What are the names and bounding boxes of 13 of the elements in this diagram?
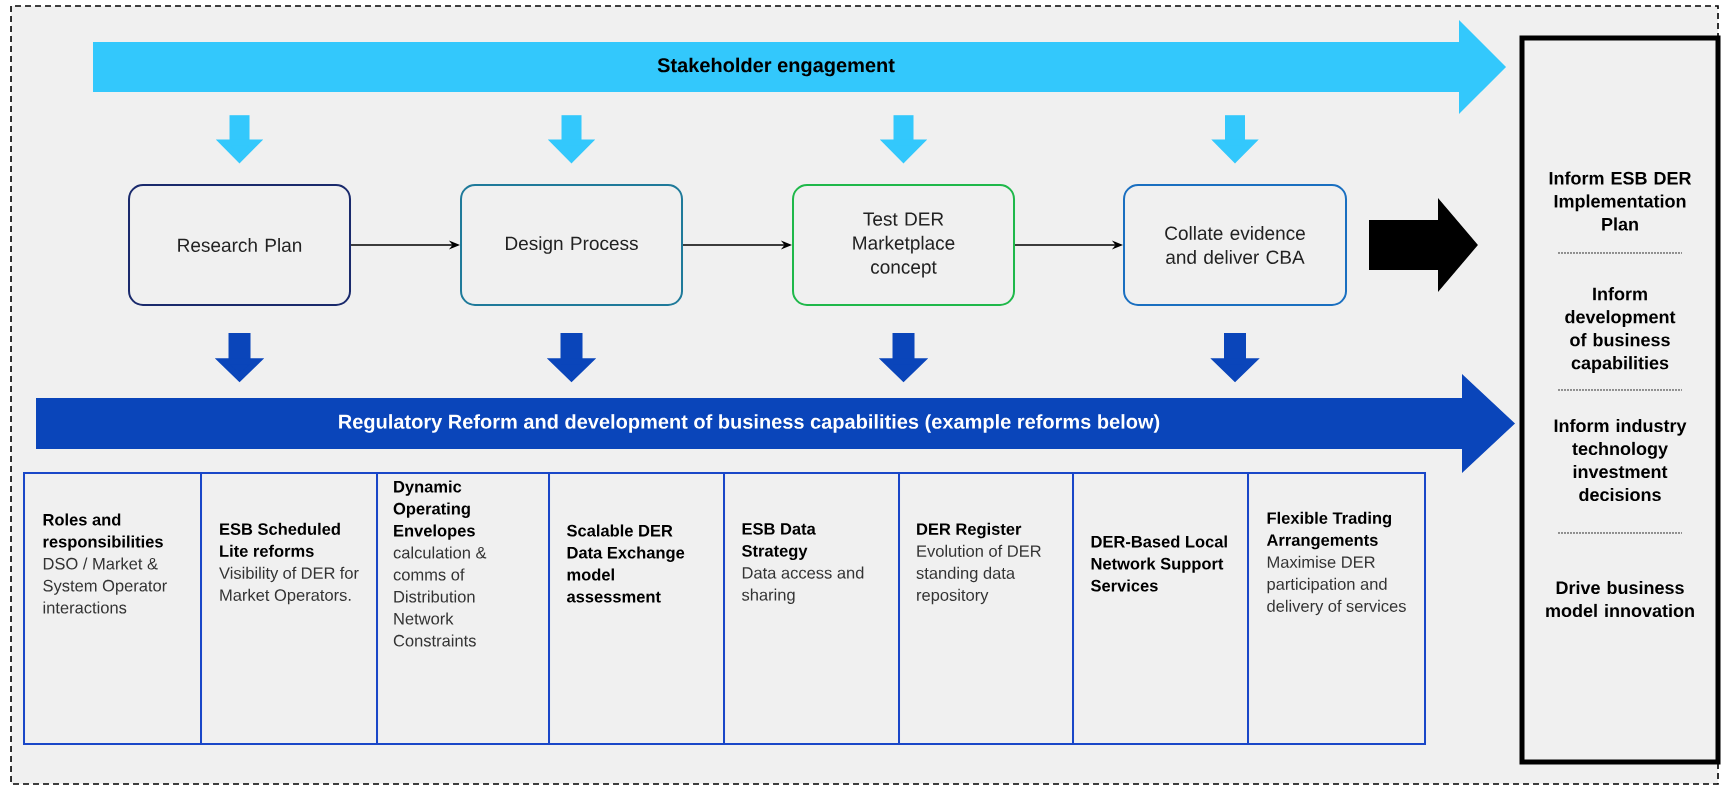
reform-box: Roles and responsibilities DSO / Market & System Operator interactions (23, 472, 202, 745)
reform-box: ESB Scheduled Lite reforms Visibility of DER for Market Operators. (200, 472, 378, 745)
reform-box: Flexible Trading Arrangements Maximise DER participation and delivery of services (1247, 472, 1426, 745)
process-box: Research Plan (128, 184, 351, 306)
reform-box: DER Register Evolution of DER standing data repository (898, 472, 1074, 745)
process-box: Collate evidence and deliver CBA (1123, 184, 1347, 306)
reform-box: Scalable DER Data Exchange model assessment (548, 472, 725, 745)
reform-box: DER-Based Local Network Support Services (1072, 472, 1249, 745)
reform-box: Dynamic Operating Envelopes calculation & comms of Distribution Network Constraints (376, 472, 550, 745)
outcome-panel: Inform ESB DER Implementation Plan Inform development of business capabilities Inform industry technology investment decisions Drive business model innovation (1519, 35, 1721, 765)
process-box: Design Process (460, 184, 683, 306)
process-box: Test DER Marketplace concept (792, 184, 1015, 306)
reform-box: ESB Data Strategy Data access and sharing (723, 472, 900, 745)
